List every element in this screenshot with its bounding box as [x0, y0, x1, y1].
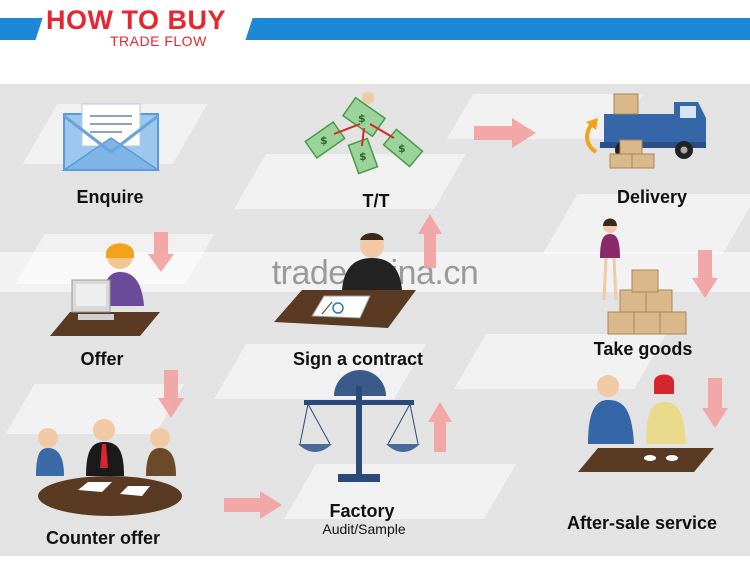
step-sublabel-audit-sample: Audit/Sample: [322, 521, 406, 537]
arrow-right-icon: [474, 118, 536, 148]
arrow-down-icon: [702, 378, 728, 428]
money-icon: $ $ $ $: [304, 92, 424, 175]
truck-icon: [585, 93, 706, 169]
svg-text:$: $: [358, 112, 366, 125]
step-label-enquire: Enquire: [76, 187, 144, 207]
step-label-sign-contract: Sign a contract: [292, 349, 424, 369]
envelope-icon: [61, 103, 161, 171]
step-label-counter-offer: Counter offer: [46, 528, 160, 548]
step-label-offer: Offer: [80, 349, 124, 369]
arrow-up-icon: [418, 214, 442, 268]
page-title: HOW TO BUY: [46, 5, 226, 35]
step-label-tt: T/T: [362, 191, 390, 211]
arrow-down-icon: [158, 370, 184, 418]
step-label-take-goods: Take goods: [593, 339, 693, 359]
handshake-icon: [578, 374, 714, 472]
step-label-after-sale-service: After-sale service: [566, 513, 718, 533]
boxes-icon: [600, 218, 687, 335]
scale-icon: [298, 370, 420, 482]
svg-text:$: $: [398, 142, 406, 155]
arrow-down-icon: [148, 232, 174, 272]
person-computer-icon: [50, 243, 160, 336]
svg-text:$: $: [359, 150, 367, 163]
step-label-factory: Factory: [329, 501, 395, 521]
arrow-down-icon: [692, 250, 718, 298]
step-label-delivery: Delivery: [616, 187, 688, 207]
arrow-up-icon: [428, 402, 452, 452]
svg-text:$: $: [320, 134, 328, 147]
page-subtitle: TRADE FLOW: [110, 33, 207, 49]
meeting-icon: [36, 419, 182, 516]
arrow-right-icon: [224, 491, 282, 519]
contract-signing-icon: [274, 233, 416, 328]
